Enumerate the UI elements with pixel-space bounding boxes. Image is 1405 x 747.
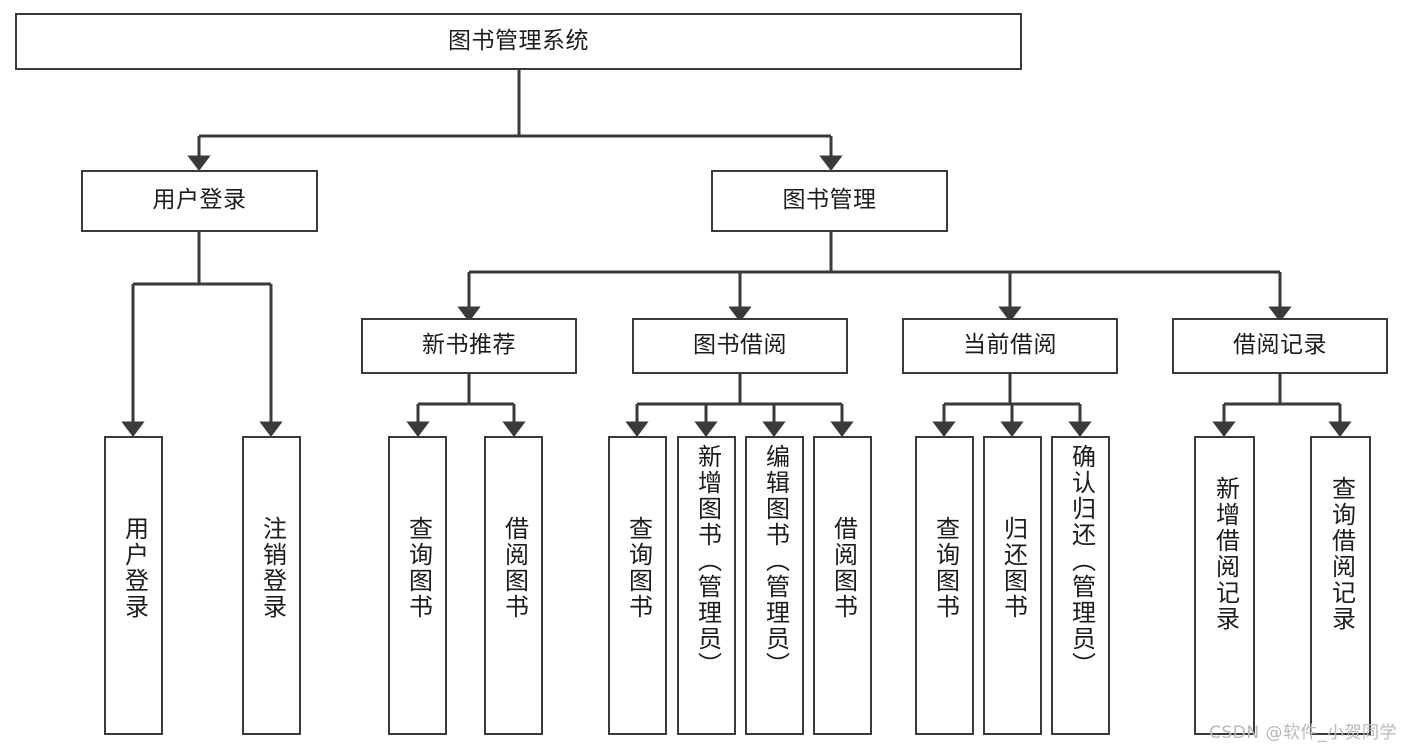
node-leaf-query-book-3-label: 查询图书 [931, 516, 960, 620]
node-leaf-query-book-2-label: 查询图书 [624, 516, 653, 620]
node-leaf-return-book-label: 归还图书 [999, 516, 1028, 620]
node-leaf-add-book[interactable]: 新增图书（管理员） [677, 436, 736, 735]
node-book-manage[interactable]: 图书管理 [711, 170, 948, 232]
node-new-book-recommend-label: 新书推荐 [422, 332, 516, 359]
node-leaf-borrow-book-2-label: 借阅图书 [829, 516, 858, 620]
node-leaf-user-logout-label: 注销登录 [258, 516, 287, 620]
node-leaf-query-book-1-label: 查询图书 [404, 516, 433, 620]
node-leaf-query-book-2[interactable]: 查询图书 [608, 436, 667, 735]
node-new-book-recommend[interactable]: 新书推荐 [361, 318, 577, 374]
node-leaf-borrow-book-2[interactable]: 借阅图书 [813, 436, 872, 735]
node-leaf-borrow-book-1[interactable]: 借阅图书 [484, 436, 543, 735]
node-leaf-add-record[interactable]: 新增借阅记录 [1194, 436, 1255, 735]
node-borrow-record-label: 借阅记录 [1233, 332, 1327, 359]
watermark-text: CSDN @软件_小贺同学 [1209, 723, 1397, 743]
node-leaf-edit-book[interactable]: 编辑图书（管理员） [745, 436, 804, 735]
node-current-borrow[interactable]: 当前借阅 [902, 318, 1118, 374]
node-leaf-add-record-label: 新增借阅记录 [1211, 476, 1240, 632]
node-user-login-label: 用户登录 [152, 187, 247, 214]
node-leaf-edit-book-label: 编辑图书（管理员） [761, 444, 790, 678]
node-root-label: 图书管理系统 [448, 27, 589, 54]
node-leaf-return-book[interactable]: 归还图书 [983, 436, 1042, 735]
node-leaf-borrow-book-1-label: 借阅图书 [500, 516, 529, 620]
node-user-login[interactable]: 用户登录 [81, 170, 318, 232]
node-leaf-confirm-return[interactable]: 确认归还（管理员） [1051, 436, 1110, 735]
node-book-borrow-label: 图书借阅 [693, 332, 787, 359]
node-leaf-user-logout[interactable]: 注销登录 [242, 436, 301, 735]
node-borrow-record[interactable]: 借阅记录 [1172, 318, 1388, 374]
node-leaf-add-book-label: 新增图书（管理员） [693, 444, 722, 678]
node-leaf-query-record[interactable]: 查询借阅记录 [1310, 436, 1371, 735]
node-leaf-confirm-return-label: 确认归还（管理员） [1067, 444, 1096, 678]
node-current-borrow-label: 当前借阅 [963, 332, 1057, 359]
node-leaf-user-login-label: 用户登录 [120, 516, 149, 620]
node-book-borrow[interactable]: 图书借阅 [632, 318, 848, 374]
node-leaf-query-record-label: 查询借阅记录 [1327, 476, 1356, 632]
node-book-manage-label: 图书管理 [782, 187, 877, 214]
node-leaf-query-book-1[interactable]: 查询图书 [388, 436, 447, 735]
node-leaf-user-login[interactable]: 用户登录 [104, 436, 163, 735]
node-leaf-query-book-3[interactable]: 查询图书 [915, 436, 974, 735]
node-root[interactable]: 图书管理系统 [15, 13, 1022, 70]
